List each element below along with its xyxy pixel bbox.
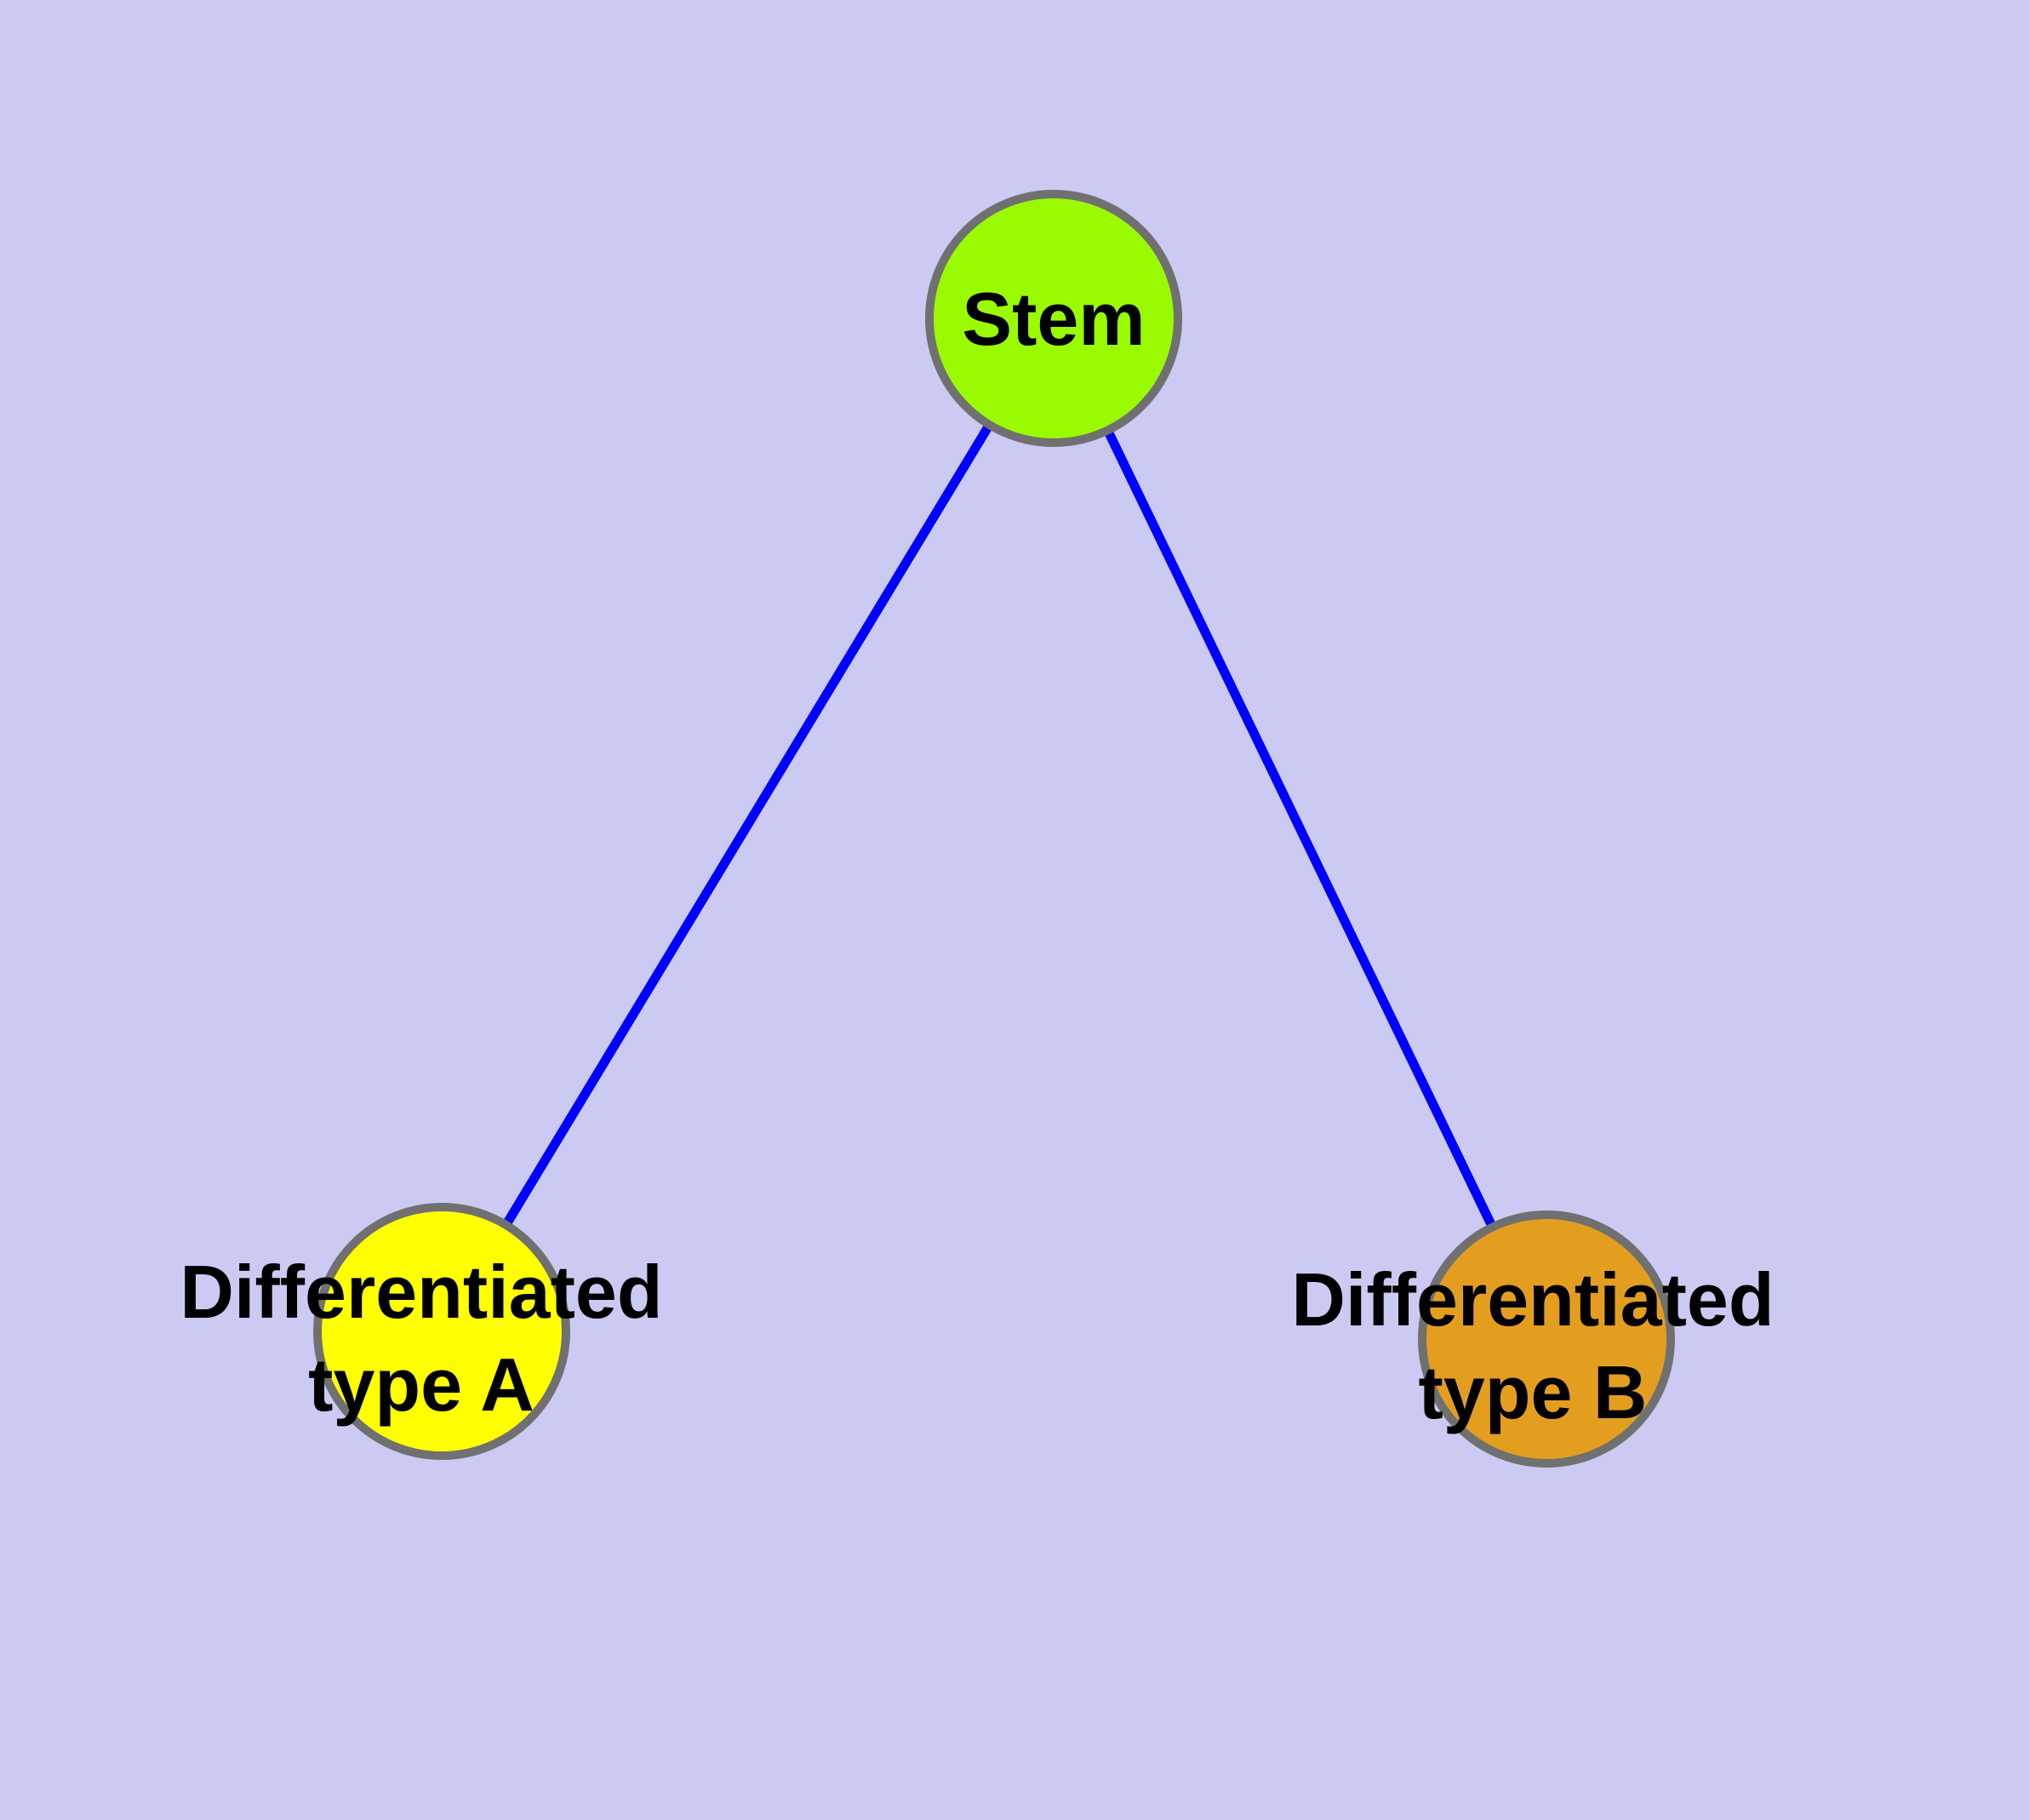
differentiated-type-b-node <box>1418 1210 1675 1468</box>
stem-node <box>925 190 1182 447</box>
differentiated-type-a-node <box>313 1203 570 1460</box>
edges-layer <box>437 316 1551 1342</box>
edge-stem-to-differentiated-type-a <box>437 316 1058 1334</box>
edge-stem-to-differentiated-type-b <box>1049 316 1551 1342</box>
stem-label: Stem <box>962 277 1145 361</box>
